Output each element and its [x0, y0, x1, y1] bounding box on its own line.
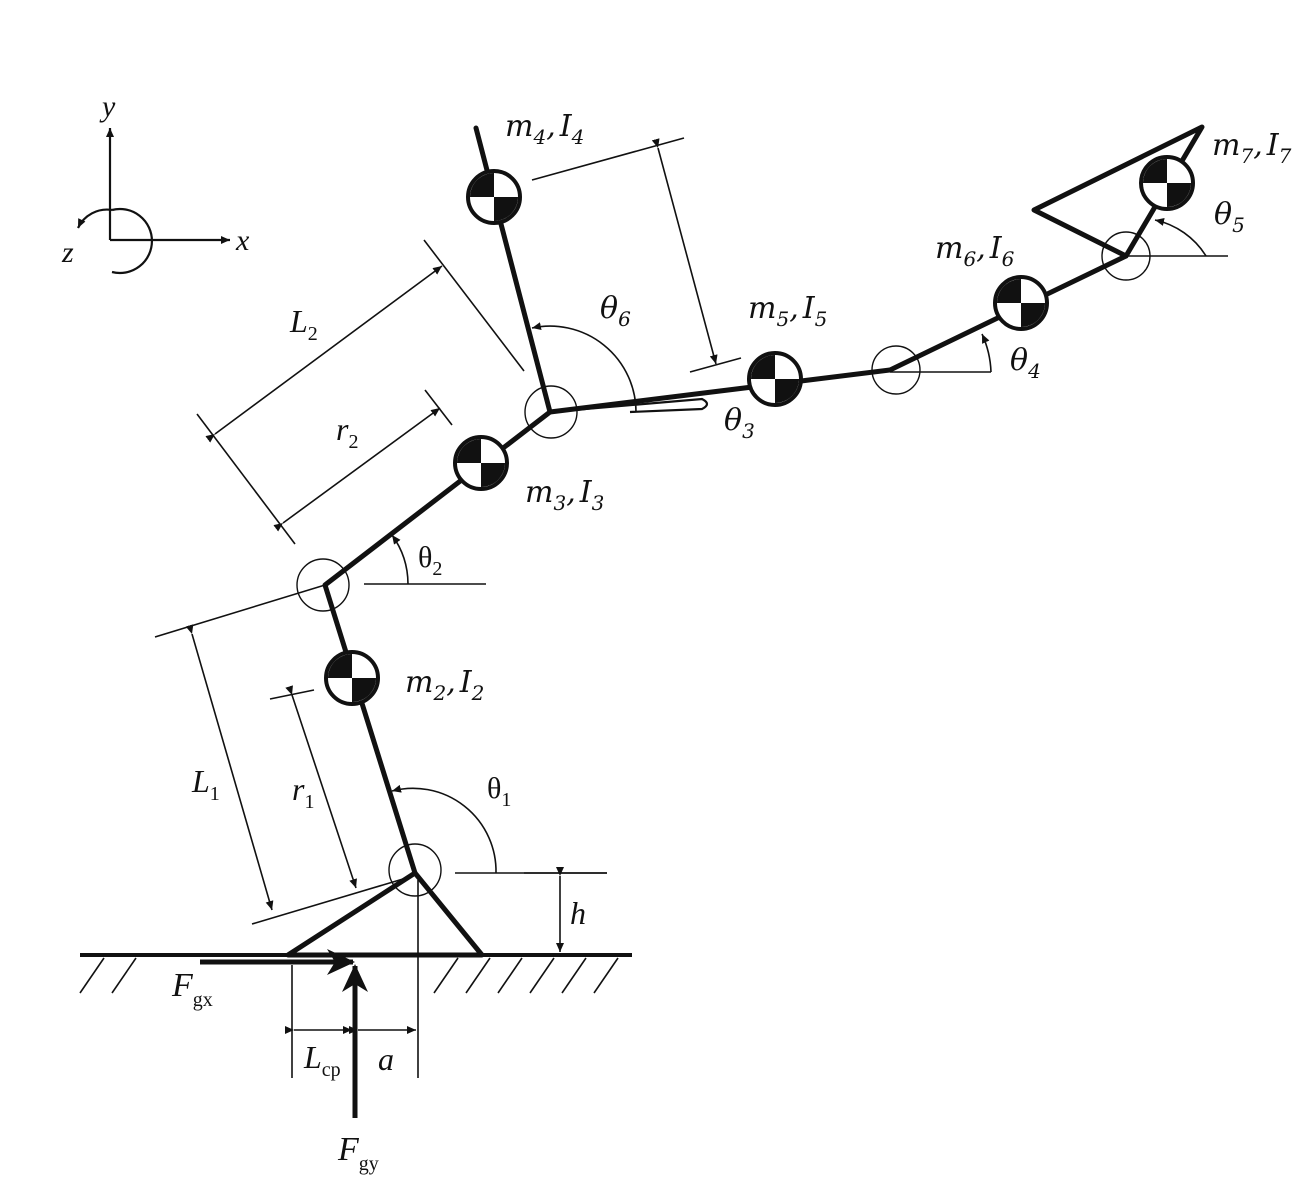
com-m6-icon: [993, 275, 1049, 331]
L2-dimension: [205, 265, 443, 443]
label-m7: m7,I7: [1212, 128, 1292, 168]
joints: [296, 231, 1151, 897]
label-Fgx: Fgx: [171, 967, 213, 1011]
theta6-arc: [531, 322, 637, 413]
label-theta5: θ5: [1214, 197, 1245, 237]
mass-labels: m2,I2 m3,I3 m4,I4 m5,I5 m6,I6 m7,I7: [405, 109, 1292, 705]
label-theta6: θ6: [600, 291, 631, 331]
label-m4: m4,I4: [505, 109, 584, 149]
com-m4-icon: [466, 169, 522, 225]
com-m7-icon: [1139, 155, 1195, 211]
label-a: a: [378, 1041, 394, 1077]
z-rotation-arc: [111, 207, 153, 275]
label-r2: r2: [336, 411, 358, 453]
leg-trunk-links: [322, 125, 553, 876]
r2-dimension: [273, 407, 441, 532]
upper-arm-link: [547, 367, 893, 415]
r1-dimension: [285, 685, 357, 889]
label-theta2: θ2: [418, 541, 442, 580]
L1-dimension: [185, 624, 274, 911]
dimension-lines: [154, 137, 742, 1078]
label-Fgy: Fgy: [337, 1131, 379, 1175]
x-axis-label: x: [235, 224, 250, 257]
theta5-arc: [1154, 218, 1207, 257]
foot-segment: [285, 870, 485, 958]
label-theta4: θ4: [1010, 343, 1041, 383]
label-m6: m6,I6: [935, 231, 1015, 271]
length-labels: L1 r1 L2 r2 h a Lcp: [191, 303, 586, 1081]
label-theta1: θ1: [487, 772, 511, 811]
trunk-dimension: [651, 138, 718, 365]
centers-of-mass: [324, 155, 1195, 706]
ground-reaction-forces: Fgx Fgy: [171, 949, 379, 1175]
coordinate-frame: y x z: [61, 90, 250, 275]
label-L1: L1: [191, 763, 220, 805]
com-m2-icon: [324, 650, 380, 706]
angle-labels: θ1 θ2 θ3 θ4 θ5 θ6: [418, 197, 1245, 811]
label-Lcp: Lcp: [303, 1039, 341, 1081]
y-axis-label: y: [99, 90, 116, 123]
label-m3: m3,I3: [525, 475, 604, 515]
label-r1: r1: [292, 771, 314, 813]
theta2-arc: [391, 534, 409, 585]
hip-joint: [524, 385, 578, 439]
label-m2: m2,I2: [405, 665, 484, 705]
label-h: h: [570, 895, 586, 931]
z-axis-label: z: [61, 236, 74, 269]
theta1-arc: [391, 784, 497, 874]
label-theta3: θ3: [724, 403, 755, 443]
theta4-arc: [981, 333, 992, 373]
com-m3-icon: [453, 435, 509, 491]
label-m5: m5,I5: [748, 291, 827, 331]
com-m5-icon: [747, 351, 803, 407]
ankle-joint: [388, 843, 442, 897]
elbow-joint: [871, 345, 921, 395]
label-L2: L2: [289, 303, 318, 345]
knee-joint: [296, 558, 350, 612]
body-linkage: [322, 124, 1205, 876]
